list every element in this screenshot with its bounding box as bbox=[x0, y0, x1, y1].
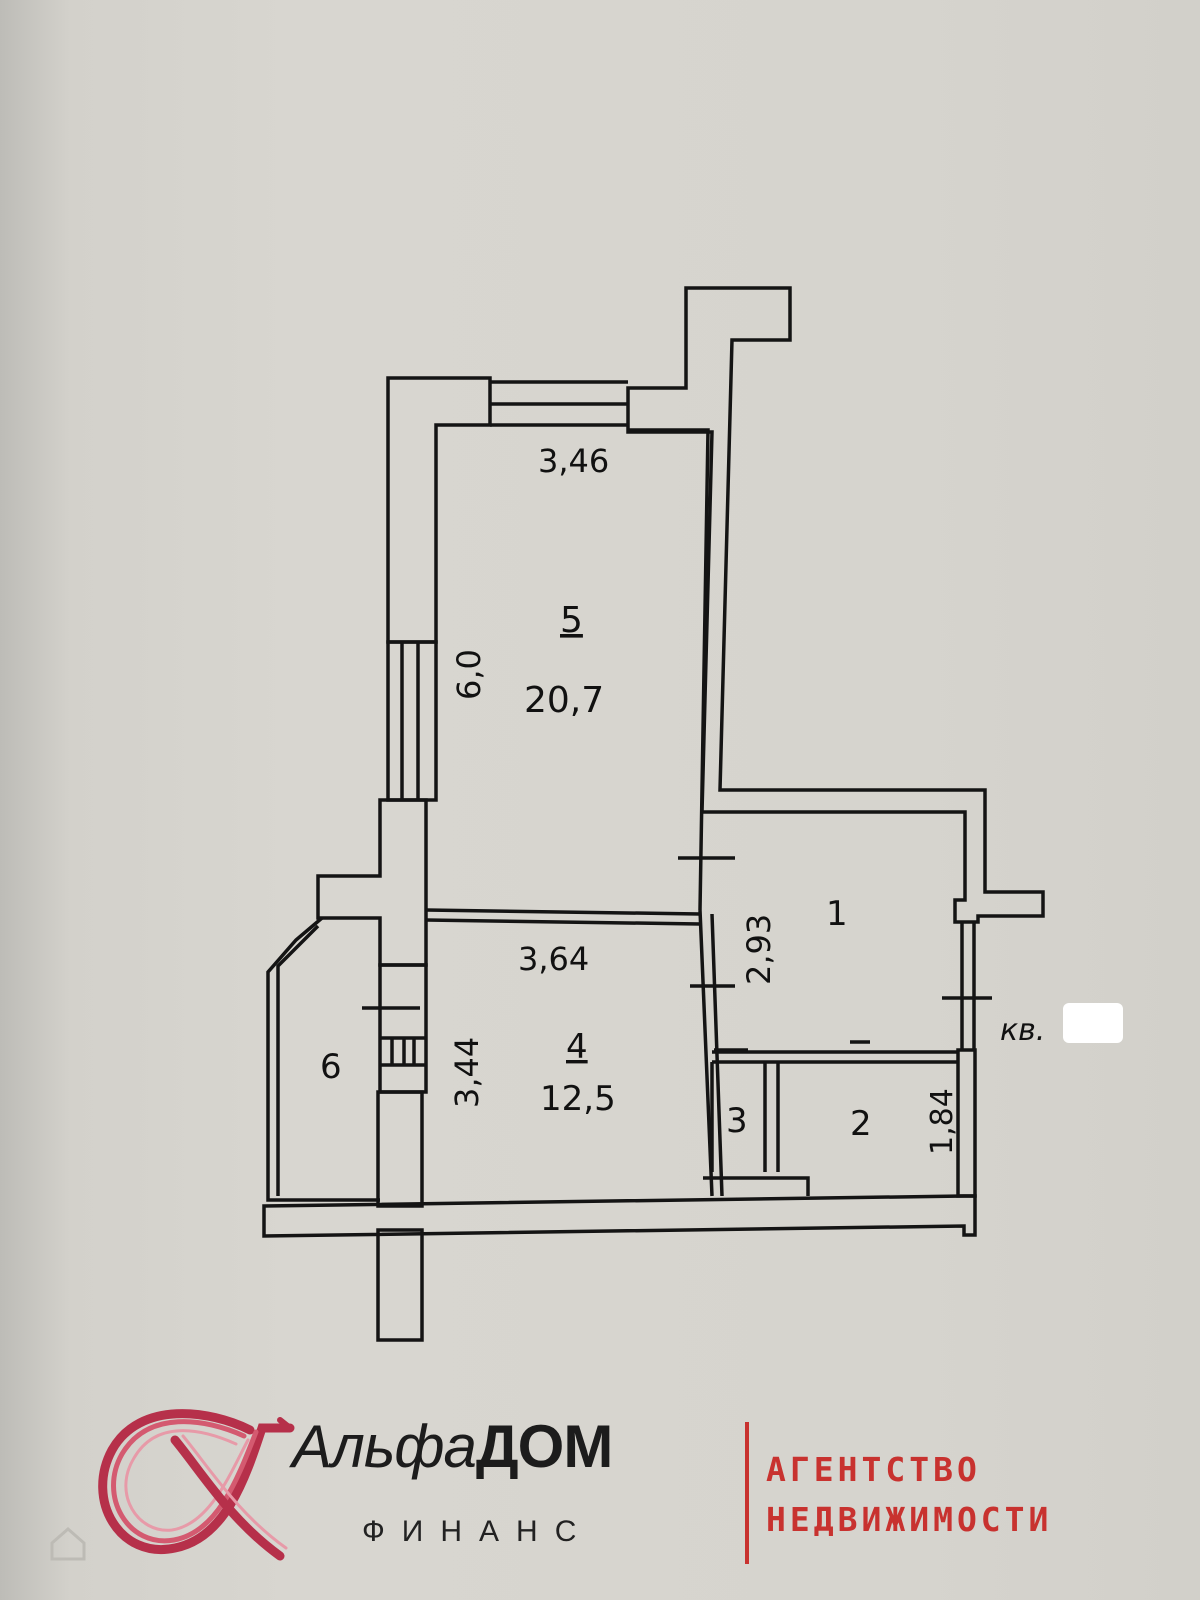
room1-number: 1 bbox=[826, 894, 848, 934]
wall-partition-1-4 bbox=[698, 909, 724, 1197]
window-room5-top bbox=[490, 380, 628, 427]
alpha-ribbon-logo bbox=[98, 1409, 295, 1561]
loggia-outline bbox=[266, 916, 380, 1202]
door-tick bbox=[362, 856, 992, 1052]
wall-bottom bbox=[262, 1194, 977, 1238]
brand-name: АльфаДОМ bbox=[292, 1412, 613, 1481]
wall-column bbox=[316, 798, 428, 967]
wall-room5-left-top bbox=[386, 376, 492, 644]
redacted-apartment-number bbox=[1063, 1003, 1123, 1043]
dim-room4-length: 3,44 bbox=[448, 1037, 486, 1108]
dim-room5-width: 3,46 bbox=[538, 442, 609, 480]
dim-room4-width: 3,64 bbox=[518, 940, 589, 978]
loggia-inner bbox=[276, 924, 320, 1196]
wall-bathroom-3-left bbox=[710, 1062, 714, 1172]
dim-room5-length: 6,0 bbox=[450, 649, 488, 700]
room5-number: 5 bbox=[560, 600, 583, 641]
room5-area: 20,7 bbox=[524, 680, 604, 721]
brand-name-light: Альфа bbox=[292, 1413, 477, 1480]
wall-room5-top-right bbox=[626, 286, 1045, 924]
wall-bathroom-3-2 bbox=[763, 1062, 780, 1172]
apartment-label: кв. bbox=[1000, 1013, 1045, 1048]
dim-room1-length: 2,93 bbox=[740, 914, 778, 985]
brand-name-bold: ДОМ bbox=[475, 1413, 613, 1480]
room6-number: 6 bbox=[320, 1047, 342, 1087]
agency-line1: АГЕНТСТВО bbox=[766, 1450, 981, 1489]
door-entrance bbox=[960, 922, 976, 1050]
house-watermark-icon bbox=[50, 1527, 86, 1561]
window-room5-left bbox=[386, 640, 438, 802]
wall-right-lower bbox=[956, 1048, 977, 1198]
wall-partition-5-4 bbox=[425, 908, 701, 926]
bathroom-step bbox=[703, 1176, 810, 1196]
room2-number: 2 bbox=[850, 1104, 872, 1144]
brand-divider bbox=[745, 1422, 749, 1564]
room4-area: 12,5 bbox=[540, 1079, 616, 1119]
door-balcony bbox=[378, 963, 428, 1094]
brand-subtitle: ФИНАНС bbox=[362, 1515, 594, 1548]
wall-bathroom-top bbox=[712, 1050, 958, 1064]
agency-line2: НЕДВИЖИМОСТИ bbox=[766, 1500, 1053, 1539]
dim-room2-length: 1,84 bbox=[925, 1088, 960, 1155]
room4-number: 4 bbox=[566, 1027, 588, 1067]
wall-column-bottom bbox=[376, 1090, 424, 1342]
wall-room5-right bbox=[628, 428, 710, 911]
room3-number: 3 bbox=[726, 1101, 748, 1141]
